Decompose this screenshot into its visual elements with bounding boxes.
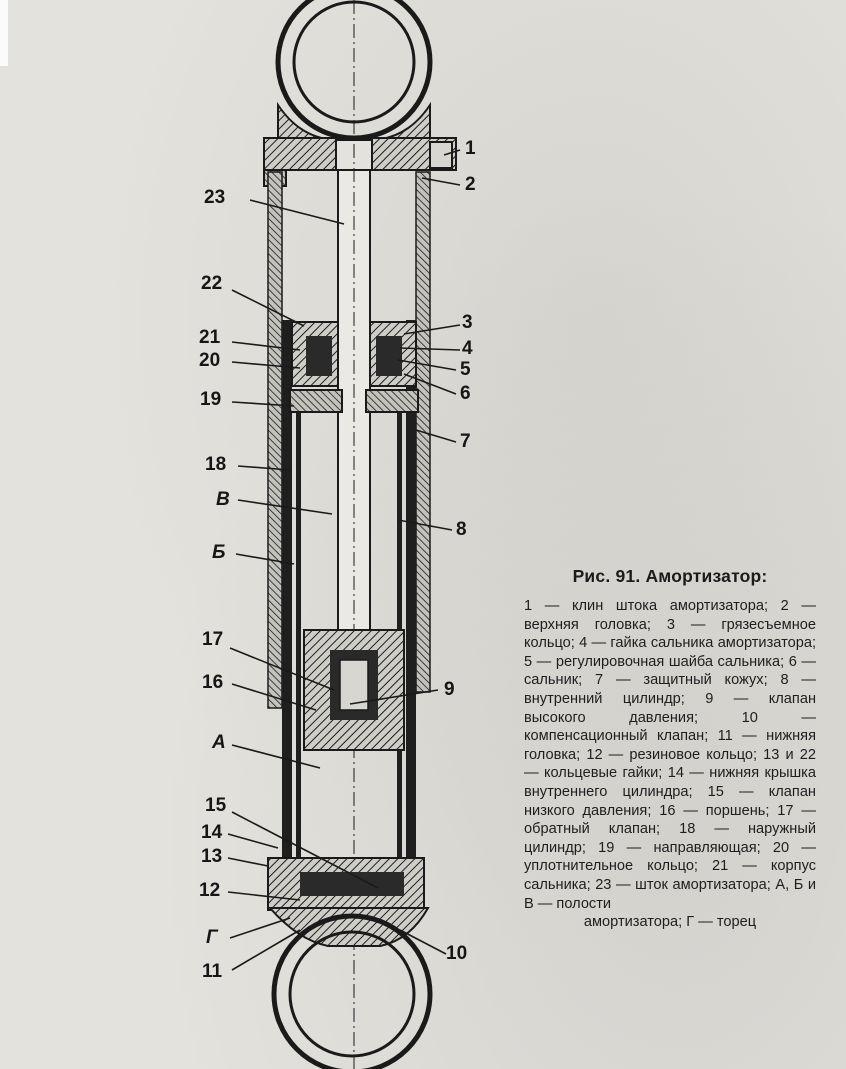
callout-23: 23 [204,187,226,208]
callout-8: 8 [456,519,467,540]
callout-21: 21 [199,327,221,348]
piston [303,629,405,751]
callout-11: 11 [202,961,223,982]
callout-cavity-a: A [212,732,226,753]
callout-15: 15 [205,795,227,816]
callout-cavity-b: Б [212,542,226,563]
callout-16: 16 [202,672,224,693]
lower-eye [271,913,433,1069]
callout-2: 2 [465,174,476,195]
outer-cylinder [282,320,416,870]
callout-4: 4 [462,338,473,359]
protective-cover [267,171,431,709]
callout-cavity-v: В [216,489,230,510]
callout-12: 12 [199,880,221,901]
callout-face-g: Г [206,927,218,948]
callout-18: 18 [205,454,227,475]
caption-last-line: амортизатора; Г — торец [583,914,757,931]
callout-19: 19 [200,389,222,410]
callout-9: 9 [444,679,455,700]
callout-14: 14 [201,822,223,843]
caption-legend-text: 1 — клин штока амортизатора; 2 — верхняя… [524,598,816,912]
callout-22: 22 [201,273,223,294]
callout-1: 1 [465,138,476,159]
page-corner-tab [0,0,8,66]
callout-5: 5 [460,359,471,380]
callout-3: 3 [462,312,473,333]
callout-20: 20 [199,350,221,371]
caption-body: 1 — клин штока амортизатора; 2 — верхняя… [524,597,816,932]
callout-13: 13 [201,846,223,867]
figure-caption: Рис. 91. Амортизатор: 1 — клин штока амо… [524,566,816,932]
lower-head [267,857,430,947]
leader-lines [227,149,461,971]
callout-17: 17 [202,629,224,650]
caption-title: Рис. 91. Амортизатор: [572,566,768,586]
callout-10: 10 [446,943,468,964]
callout-7: 7 [460,431,471,452]
callout-6: 6 [460,383,471,404]
